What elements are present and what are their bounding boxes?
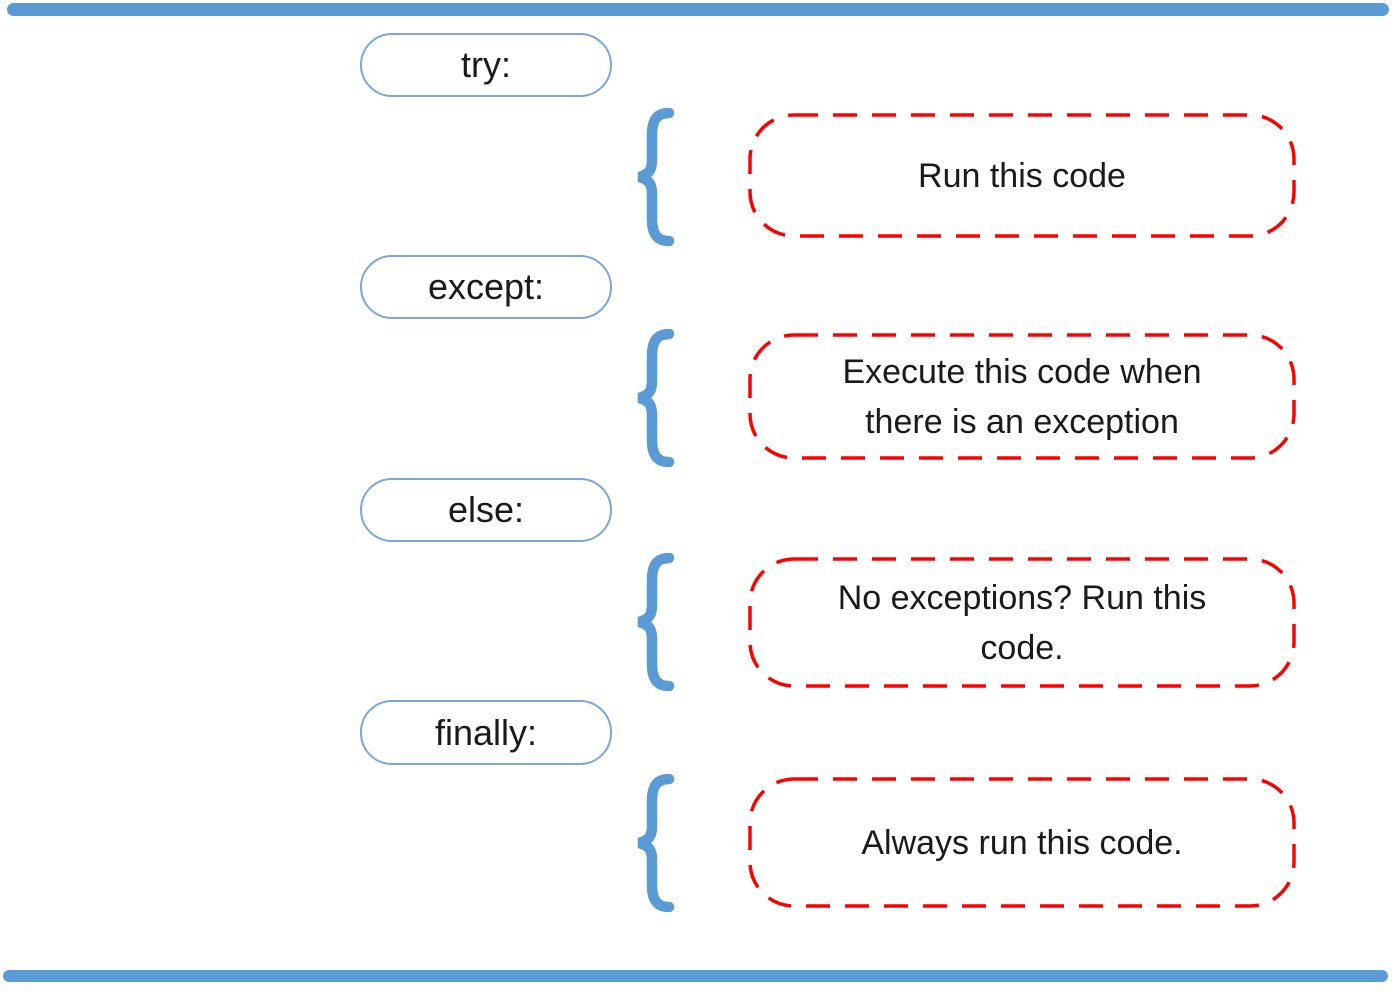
code-box-except: Execute this code when there is an excep… — [748, 333, 1296, 460]
brace-icon — [632, 774, 678, 912]
code-box-text: code. — [980, 628, 1064, 667]
brace-icon — [632, 329, 678, 467]
keyword-box-finally: finally: — [360, 700, 612, 765]
bottom-divider-line — [3, 970, 1388, 982]
keyword-label-else: else: — [447, 489, 525, 530]
keyword-box-try: try: — [360, 33, 612, 97]
code-box-text: there is an exception — [865, 402, 1179, 441]
keyword-label-finally: finally: — [434, 711, 538, 753]
keyword-box-except: except: — [360, 255, 612, 319]
brace-icon — [632, 553, 678, 691]
top-divider-line — [7, 3, 1389, 16]
code-box-text: Run this code — [918, 156, 1126, 195]
code-box-try: Run this code — [748, 113, 1296, 238]
keyword-box-else: else: — [360, 478, 612, 542]
keyword-label-except: except: — [427, 266, 545, 307]
code-box-text: Execute this code when — [842, 352, 1202, 391]
code-box-text: No exceptions? Run this — [837, 578, 1207, 617]
code-box-text: Always run this code. — [861, 823, 1183, 862]
brace-icon — [632, 108, 678, 246]
code-box-else: No exceptions? Run this code. — [748, 557, 1296, 688]
keyword-label-try: try: — [461, 44, 511, 85]
code-box-finally: Always run this code. — [748, 777, 1296, 908]
